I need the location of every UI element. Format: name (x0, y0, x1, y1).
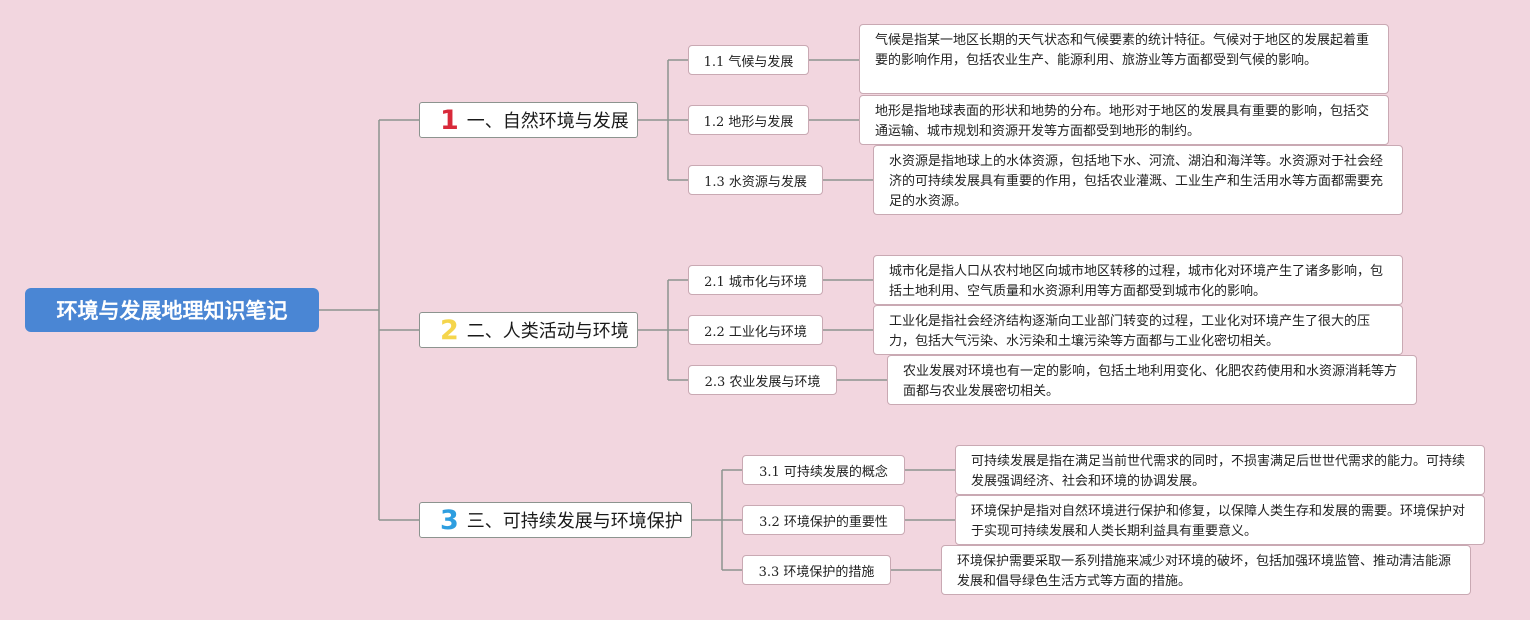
subtopic-agriculture[interactable]: 2.3 农业发展与环境 (688, 365, 837, 395)
subtopic-industrialization[interactable]: 2.2 工业化与环境 (688, 315, 823, 345)
subtopic-label: 2.1 城市化与环境 (704, 274, 807, 290)
subtopic-terrain[interactable]: 1.2 地形与发展 (688, 105, 809, 135)
desc-protection-measures: 环境保护需要采取一系列措施来减少对环境的破坏，包括加强环境监管、推动清洁能源发展… (941, 545, 1471, 595)
branch-title: 一、自然环境与发展 (466, 111, 629, 132)
desc-industrialization: 工业化是指社会经济结构逐渐向工业部门转变的过程，工业化对环境产生了很大的压力，包… (873, 305, 1403, 355)
number-badge-2: 2 (440, 314, 459, 346)
number-badge-3: 3 (440, 504, 459, 536)
branch-natural-environment[interactable]: 1 一、自然环境与发展 (419, 102, 638, 138)
root-title: 环境与发展地理知识笔记 (56, 299, 288, 323)
subtopic-label: 3.1 可持续发展的概念 (759, 464, 888, 480)
desc-urbanization: 城市化是指人口从农村地区向城市地区转移的过程，城市化对环境产生了诸多影响，包括土… (873, 255, 1403, 305)
branch-human-activity[interactable]: 2 二、人类活动与环境 (419, 312, 638, 348)
branch-title: 三、可持续发展与环境保护 (466, 511, 683, 532)
number-badge-1: 1 (440, 104, 459, 136)
desc-protection-importance: 环境保护是指对自然环境进行保护和修复，以保障人类生存和发展的需要。环境保护对于实… (955, 495, 1485, 545)
subtopic-sustainability-concept[interactable]: 3.1 可持续发展的概念 (742, 455, 905, 485)
root-node[interactable]: 环境与发展地理知识笔记 (25, 288, 319, 332)
desc-climate: 气候是指某一地区长期的天气状态和气候要素的统计特征。气候对于地区的发展起着重要的… (859, 24, 1389, 94)
desc-agriculture: 农业发展对环境也有一定的影响，包括土地利用变化、化肥农药使用和水资源消耗等方面都… (887, 355, 1417, 405)
subtopic-label: 1.1 气候与发展 (703, 54, 794, 70)
subtopic-water[interactable]: 1.3 水资源与发展 (688, 165, 823, 195)
subtopic-label: 2.3 农业发展与环境 (704, 374, 821, 390)
branch-title: 二、人类活动与环境 (466, 321, 629, 342)
desc-terrain: 地形是指地球表面的形状和地势的分布。地形对于地区的发展具有重要的影响，包括交通运… (859, 95, 1389, 145)
desc-sustainability-concept: 可持续发展是指在满足当前世代需求的同时，不损害满足后世世代需求的能力。可持续发展… (955, 445, 1485, 495)
subtopic-climate[interactable]: 1.1 气候与发展 (688, 45, 809, 75)
subtopic-label: 3.3 环境保护的措施 (758, 564, 875, 580)
subtopic-label: 3.2 环境保护的重要性 (759, 514, 888, 530)
subtopic-urbanization[interactable]: 2.1 城市化与环境 (688, 265, 823, 295)
subtopic-protection-measures[interactable]: 3.3 环境保护的措施 (742, 555, 891, 585)
subtopic-protection-importance[interactable]: 3.2 环境保护的重要性 (742, 505, 905, 535)
desc-water: 水资源是指地球上的水体资源，包括地下水、河流、湖泊和海洋等。水资源对于社会经济的… (873, 145, 1403, 215)
subtopic-label: 2.2 工业化与环境 (704, 324, 807, 340)
subtopic-label: 1.3 水资源与发展 (704, 174, 807, 190)
branch-sustainability[interactable]: 3 三、可持续发展与环境保护 (419, 502, 692, 538)
subtopic-label: 1.2 地形与发展 (703, 114, 794, 130)
